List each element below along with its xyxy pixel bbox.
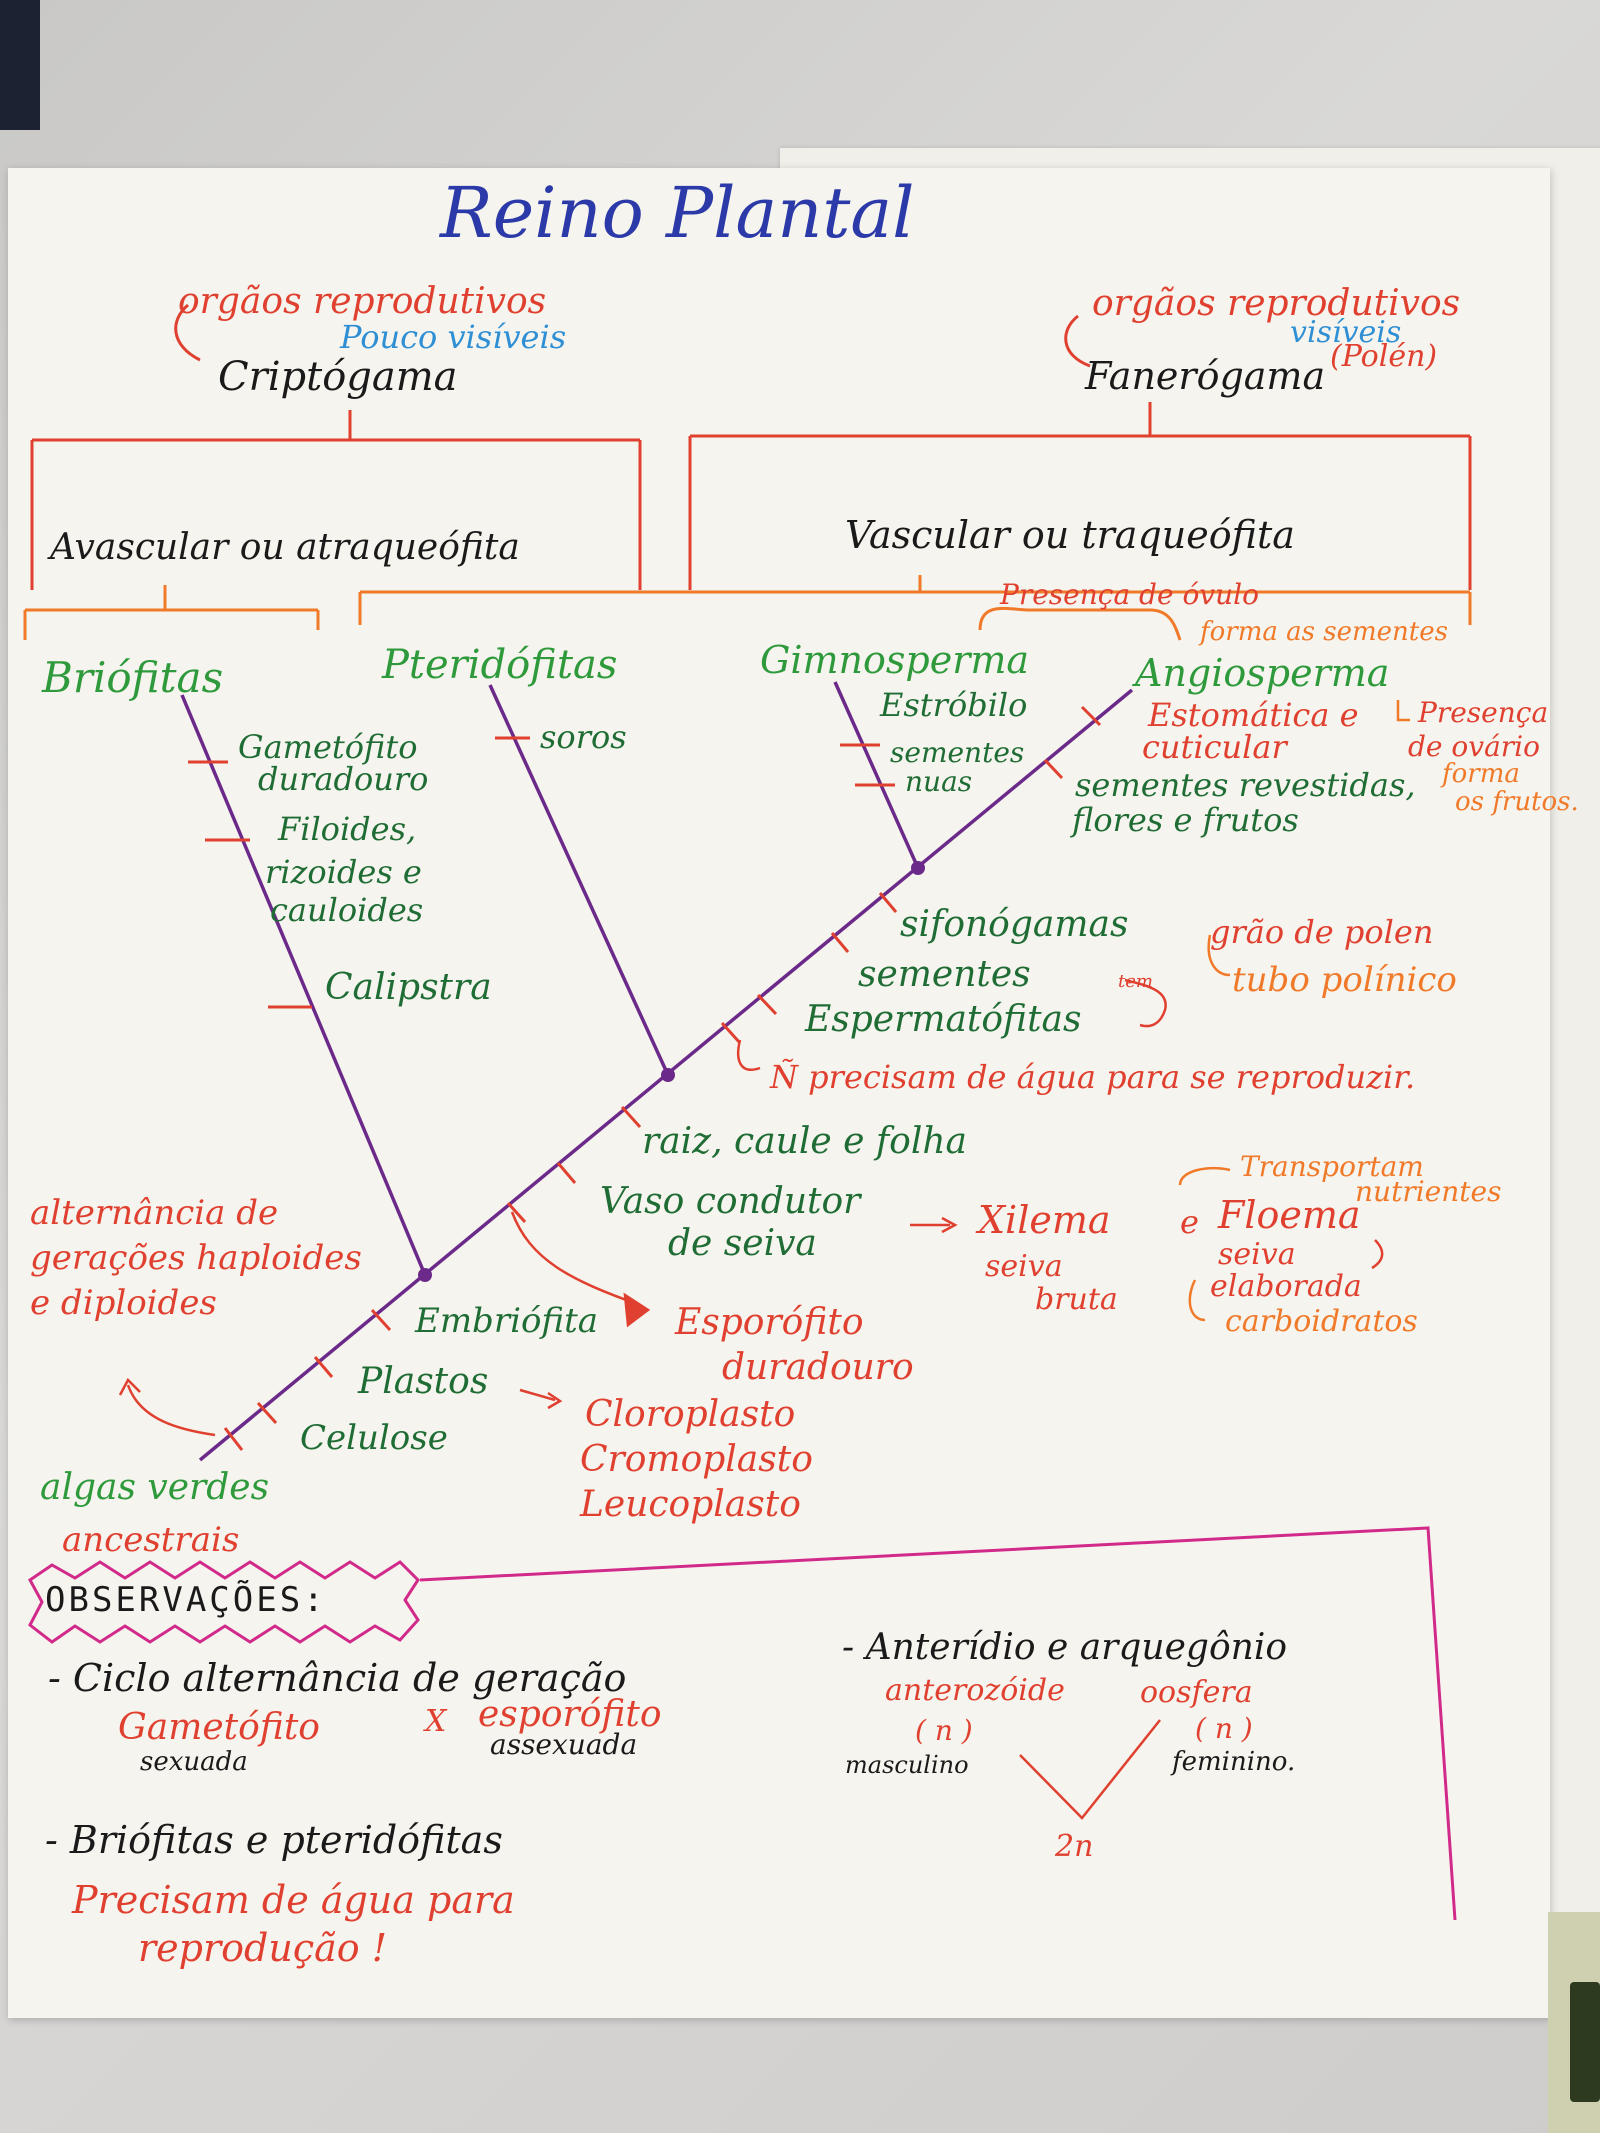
trait-polen: grão de polen <box>1210 913 1434 951</box>
seiva-elaborada-1: seiva <box>1218 1237 1296 1272</box>
obs-masculino: masculino <box>845 1751 969 1779</box>
trait-tubo: tubo polínico <box>1232 960 1457 1000</box>
trait-sementes: sementes <box>858 954 1031 995</box>
poster-paper <box>8 168 1550 2018</box>
clade-angiosperma: Angiosperma <box>1135 651 1390 695</box>
forms-seeds-note: forma as sementes <box>1200 617 1448 647</box>
obs-anteridio: - Anterídio e arquegônio <box>842 1627 1288 1668</box>
clade-briofitas: Briófitas <box>42 653 224 702</box>
trait-vaso-2: de seiva <box>668 1223 817 1264</box>
trait-plastos: Plastos <box>358 1361 489 1402</box>
transportam-label: Transportam <box>1240 1150 1424 1183</box>
pterido-trait: soros <box>540 718 627 756</box>
right-visibility-note: visíveis <box>1290 315 1402 350</box>
gimno-trait: sementes <box>890 736 1025 769</box>
ovary-note: os frutos. <box>1455 787 1579 817</box>
corner-sticker <box>1548 1912 1600 2133</box>
obs-x: X <box>425 1704 447 1739</box>
ovary-note: de ovário <box>1408 730 1540 763</box>
obs-anterozoide: anterozóide <box>885 1673 1065 1708</box>
obs-gametofito: Gametófito <box>118 1707 320 1748</box>
background-dark-corner <box>0 0 40 130</box>
gimno-trait: nuas <box>905 765 973 798</box>
right-reproductive-note: orgãos reprodutivos <box>1092 283 1461 324</box>
observations-heading: OBSERVAÇÕES: <box>45 1580 327 1620</box>
floema-label: Floema <box>1218 1193 1361 1237</box>
ovary-note: Presença <box>1418 696 1549 729</box>
ovule-presence-note: Presença de óvulo <box>1000 578 1259 611</box>
plastid-item: Cloroplasto <box>585 1394 796 1435</box>
obs-precisam-1: Precisam de água para <box>72 1878 515 1922</box>
trait-tem: tem <box>1118 971 1153 992</box>
trait-raiz: raiz, caule e folha <box>642 1121 968 1162</box>
angio-trait: cuticular <box>1142 728 1287 766</box>
esporofito-label-1: Esporófito <box>675 1302 864 1343</box>
trait-sifonogamas: sifonógamas <box>900 904 1129 945</box>
plastid-item: Leucoplasto <box>580 1484 801 1525</box>
obs-precisam-2: reprodução ! <box>138 1926 387 1970</box>
angio-trait: Estomática e <box>1148 696 1359 734</box>
orange-bracket-lines <box>23 575 1472 641</box>
alternancia-line: gerações haploides <box>30 1238 362 1278</box>
trait-agua: Ñ precisam de água para se reproduzir. <box>770 1058 1416 1096</box>
annotation-arrows <box>118 978 1384 1820</box>
left-visibility-note: Pouco visíveis <box>340 318 567 356</box>
and-label: e <box>1180 1203 1199 1241</box>
polen-note: (Polén) <box>1330 339 1438 374</box>
plastid-item: Cromoplasto <box>580 1439 813 1480</box>
bryo-trait: Filoides, <box>278 810 417 848</box>
cladogram-nodes <box>418 861 925 1282</box>
trait-ticks <box>188 705 1102 1451</box>
obs-ciclo: - Ciclo alternância de geração <box>48 1656 627 1700</box>
obs-n-male: ( n ) <box>915 1714 973 1747</box>
observations-frame <box>28 1526 1457 1921</box>
vascular-label: Vascular ou traqueófita <box>845 513 1295 557</box>
bryo-trait: cauloides <box>270 891 424 929</box>
alternancia-line: alternância de <box>30 1193 279 1233</box>
obs-n-female: ( n ) <box>1195 1712 1253 1745</box>
nutrientes-label: nutrientes <box>1355 1175 1502 1208</box>
trait-embriofita: Embriófita <box>415 1301 599 1341</box>
obs-esporofito: esporófito <box>478 1694 662 1735</box>
left-reproductive-note: orgãos reprodutivos <box>178 281 547 322</box>
angio-trait: flores e frutos <box>1072 801 1299 839</box>
obs-sexuada: sexuada <box>140 1747 248 1777</box>
clade-gimnosperma: Gimnosperma <box>760 638 1030 682</box>
bryo-trait: rizoides e <box>265 853 422 891</box>
trait-celulose: Celulose <box>300 1418 448 1458</box>
bryo-trait: duradouro <box>258 760 429 798</box>
clade-pteridofitas: Pteridófitas <box>382 642 618 688</box>
seiva-bruta-1: seiva <box>985 1249 1063 1284</box>
top-bracket-lines <box>30 303 1472 590</box>
trait-espermatofitas: Espermatófitas <box>805 999 1082 1040</box>
gimno-trait: Estróbilo <box>880 686 1028 724</box>
obs-assexuada: assexuada <box>490 1728 638 1761</box>
esporofito-label-2: duradouro <box>722 1347 914 1388</box>
ovary-note: forma <box>1442 759 1520 789</box>
obs-feminino: feminino. <box>1172 1747 1296 1777</box>
alternancia-line: e diploides <box>30 1283 217 1323</box>
criptogama-label: Criptógama <box>218 354 458 400</box>
trait-vaso-1: Vaso condutor <box>600 1181 861 1222</box>
orange-arrows <box>1178 700 1410 1322</box>
algas-verdes-label: algas verdes <box>40 1467 270 1508</box>
avascular-label: Avascular ou atraqueófita <box>50 527 520 568</box>
carboidratos-label: carboidratos <box>1225 1304 1418 1339</box>
bryo-trait: Gametófito <box>238 728 418 766</box>
obs-oosfera: oosfera <box>1140 1675 1253 1710</box>
seiva-bruta-2: bruta <box>1035 1282 1118 1317</box>
seiva-elaborada-2: elaborada <box>1210 1269 1362 1304</box>
bryo-trait: Calipstra <box>325 967 492 1008</box>
fanerogama-label: Fanerógama <box>1085 354 1326 398</box>
obs-briofitas: - Briófitas e pteridófitas <box>45 1818 503 1862</box>
page-title: Reino Plantal <box>440 172 915 254</box>
angio-trait: sementes revestidas, <box>1075 766 1416 804</box>
obs-2n: 2n <box>1055 1829 1094 1864</box>
xilema-label: Xilema <box>978 1198 1111 1242</box>
ancestrais-label: ancestrais <box>62 1520 240 1560</box>
